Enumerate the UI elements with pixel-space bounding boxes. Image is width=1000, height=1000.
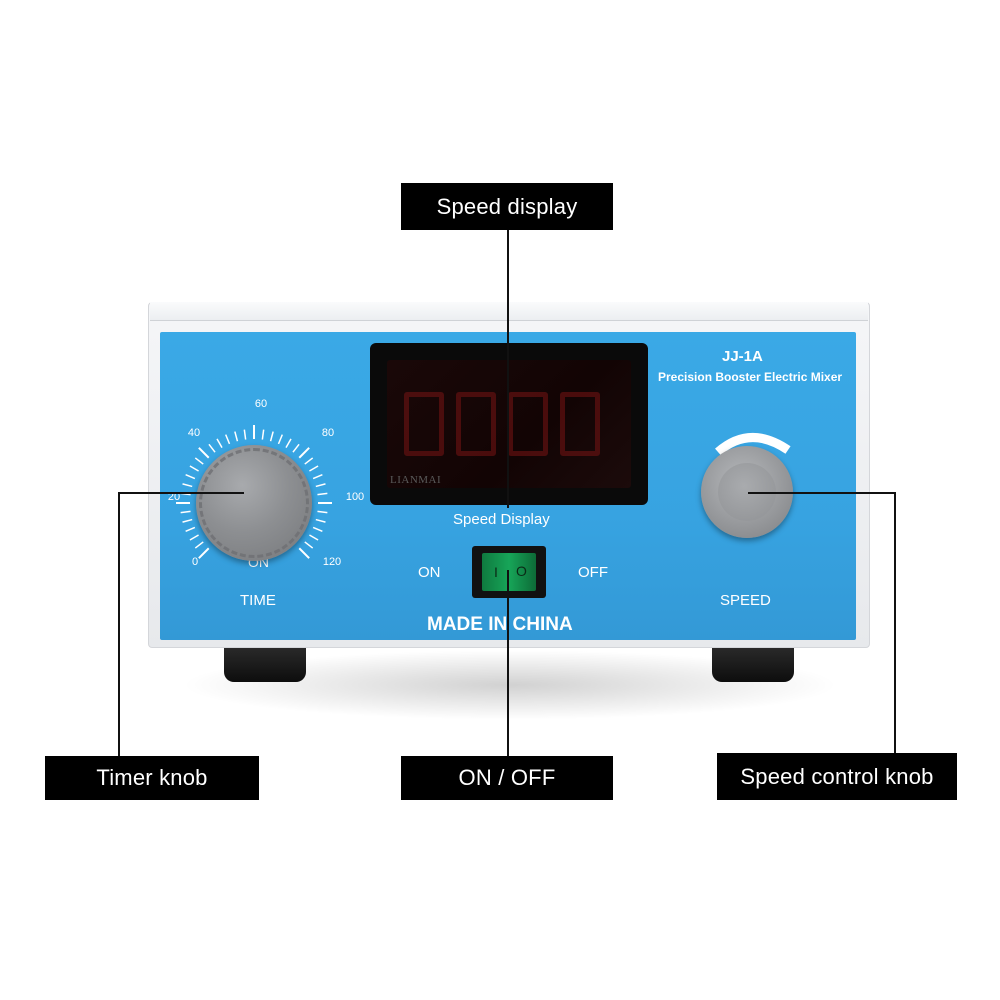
right-foot xyxy=(712,646,794,682)
timer-scale-label: 40 xyxy=(187,427,201,439)
timer-dial-tick xyxy=(315,483,326,488)
timer-dial-tick xyxy=(315,518,326,523)
timer-dial-tick xyxy=(208,443,216,453)
timer-dial-tick xyxy=(317,510,328,514)
timer-dial-tick xyxy=(234,431,239,442)
speed-display-label: Speed Display xyxy=(453,511,550,528)
timer-scale-label: 20 xyxy=(167,491,181,503)
timer-knob-leader-line xyxy=(118,492,244,494)
switch-off-label: OFF xyxy=(578,564,608,581)
timer-scale-label: 120 xyxy=(322,556,342,568)
timer-dial-tick xyxy=(298,547,310,559)
timer-dial-tick xyxy=(304,541,314,549)
speed-display-callout: Speed display xyxy=(401,183,613,230)
switch-on-label: ON xyxy=(418,564,441,581)
timer-dial-tick xyxy=(185,473,196,480)
speed-knob-leader-line xyxy=(748,492,896,494)
timer-dial-tick xyxy=(312,526,323,533)
timer-dial-tick xyxy=(298,447,310,459)
display-digit xyxy=(456,392,496,456)
timer-dial-tick xyxy=(304,457,314,465)
timer-dial-tick xyxy=(189,534,199,541)
speed-label: SPEED xyxy=(720,592,771,609)
timer-dial-tick xyxy=(277,434,284,445)
display-digit xyxy=(508,392,548,456)
timer-dial-tick xyxy=(198,547,210,559)
timer-dial-tick xyxy=(292,443,300,453)
speed-control-knob-callout: Speed control knob xyxy=(717,753,957,800)
time-label: TIME xyxy=(240,592,276,609)
device-case-top xyxy=(150,302,868,321)
timer-scale-label: 100 xyxy=(345,491,365,503)
timer-knob-callout: Timer knob xyxy=(45,756,259,800)
timer-scale-label: 80 xyxy=(321,427,335,439)
switch-on-symbol: O xyxy=(516,563,527,579)
made-in-label: MADE IN CHINA xyxy=(427,614,573,635)
speed-direction-arc-icon xyxy=(715,433,791,456)
left-foot xyxy=(224,646,306,682)
timer-dial-tick xyxy=(285,438,292,448)
timer-knob-grip xyxy=(199,448,309,558)
timer-dial-tick xyxy=(261,429,265,440)
timer-dial-ticks xyxy=(176,425,332,559)
timer-dial-tick xyxy=(198,447,210,459)
timer-scale-label: 60 xyxy=(254,398,268,410)
timer-dial-tick xyxy=(269,431,274,442)
on-off-callout: ON / OFF xyxy=(401,756,613,800)
display-brand-mark: LIANMAI xyxy=(390,474,442,486)
timer-dial-tick xyxy=(309,465,319,472)
timer-dial-tick xyxy=(216,438,223,448)
timer-knob-leader-line xyxy=(118,492,120,756)
product-name-label: Precision Booster Electric Mixer xyxy=(658,370,843,384)
timer-dial-tick xyxy=(224,434,231,445)
power-rocker-switch[interactable] xyxy=(482,553,536,591)
on-off-leader-line xyxy=(507,570,509,756)
timer-dial-tick xyxy=(194,541,204,549)
display-digit xyxy=(404,392,444,456)
timer-dial-tick xyxy=(185,526,196,533)
timer-dial-tick xyxy=(309,534,319,541)
timer-dial-tick xyxy=(312,473,323,480)
display-digit xyxy=(560,392,600,456)
timer-dial-tick xyxy=(182,483,193,488)
timer-dial-tick xyxy=(189,465,199,472)
timer-dial-tick xyxy=(180,510,191,514)
timer-dial-tick xyxy=(243,429,247,440)
timer-scale-label: 0 xyxy=(191,556,199,568)
switch-off-symbol: I xyxy=(494,564,498,580)
timer-dial-scale xyxy=(176,425,332,559)
timer-dial-tick xyxy=(317,492,328,496)
timer-dial-tick xyxy=(182,518,193,523)
model-label: JJ-1A xyxy=(722,348,763,365)
speed-display-leader-line xyxy=(507,230,509,508)
timer-dial-tick xyxy=(194,457,204,465)
speed-knob-leader-line xyxy=(894,492,896,756)
